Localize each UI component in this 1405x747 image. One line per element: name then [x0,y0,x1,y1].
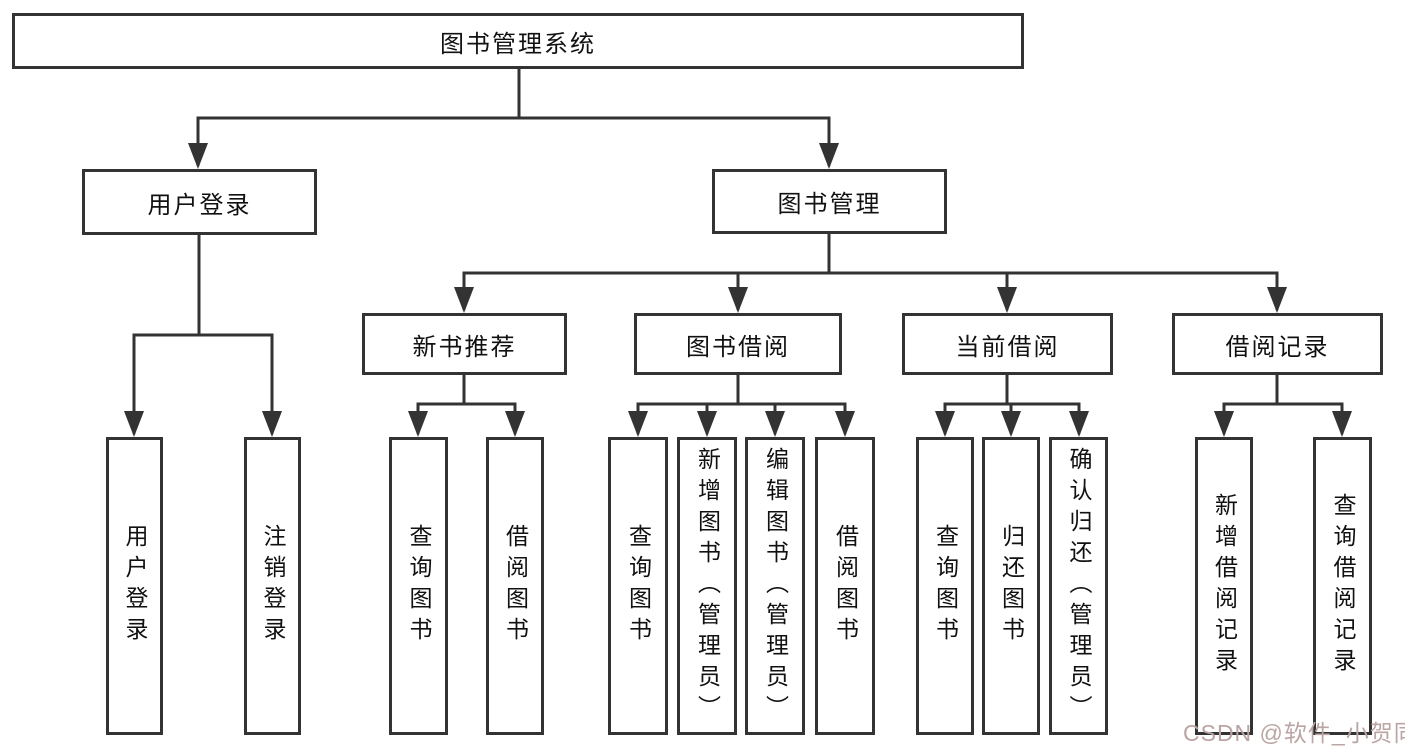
leaf-logout: 注销登录 [244,437,301,735]
leaf-query-borrow-record: 查询借阅记录 [1313,437,1372,735]
node-current-borrowing-label: 当前借阅 [955,333,1060,361]
node-new-book-recommendation-label: 新书推荐 [412,333,517,361]
node-current-borrowing: 当前借阅 [902,313,1113,375]
node-user-login-label: 用户登录 [147,191,252,219]
leaf-query-borrow-record-label: 查询借阅记录 [1330,493,1356,679]
leaf-add-borrow-record: 新增借阅记录 [1195,437,1253,735]
watermark: CSDN @软件_小贺同学 [1183,720,1405,746]
leaf-add-books-admin: 新增图书（管理员） [677,437,737,735]
leaf-confirm-return-admin-label: 确认归还（管理员） [1066,446,1092,726]
leaf-edit-books-admin-label: 编辑图书（管理员） [762,446,789,726]
node-book-borrowing-label: 图书借阅 [686,333,790,361]
leaf-borrow-books-2-label: 借阅图书 [832,524,859,648]
node-book-borrowing: 图书借阅 [634,313,842,375]
leaf-query-books-1: 查询图书 [389,437,448,735]
leaf-logout-label: 注销登录 [260,524,286,648]
leaf-confirm-return-admin: 确认归还（管理员） [1049,437,1108,735]
leaf-query-books-3-label: 查询图书 [932,524,959,648]
leaf-query-books-3: 查询图书 [916,437,974,735]
node-book-management-label: 图书管理 [777,191,882,218]
leaf-return-books: 归还图书 [982,437,1040,735]
leaf-add-borrow-record-label: 新增借阅记录 [1211,493,1238,679]
leaf-return-books-label: 归还图书 [998,524,1025,648]
node-borrow-records-label: 借阅记录 [1225,333,1330,361]
leaf-borrow-books-1: 借阅图书 [486,437,544,735]
node-user-login: 用户登录 [82,169,317,235]
leaf-query-books-2: 查询图书 [608,437,668,735]
leaf-user-login-label: 用户登录 [122,524,148,648]
node-new-book-recommendation: 新书推荐 [362,313,567,375]
leaf-add-books-admin-label: 新增图书（管理员） [694,446,721,726]
leaf-borrow-books-2: 借阅图书 [815,437,875,735]
node-borrow-records: 借阅记录 [1172,313,1383,375]
leaf-user-login: 用户登录 [106,437,163,735]
node-book-management: 图书管理 [712,169,947,234]
node-root-label: 图书管理系统 [440,30,596,58]
leaf-query-books-2-label: 查询图书 [625,524,652,648]
leaf-edit-books-admin: 编辑图书（管理员） [745,437,805,735]
leaf-query-books-1-label: 查询图书 [406,524,432,648]
node-root: 图书管理系统 [12,13,1024,69]
leaf-borrow-books-1-label: 借阅图书 [502,524,529,648]
